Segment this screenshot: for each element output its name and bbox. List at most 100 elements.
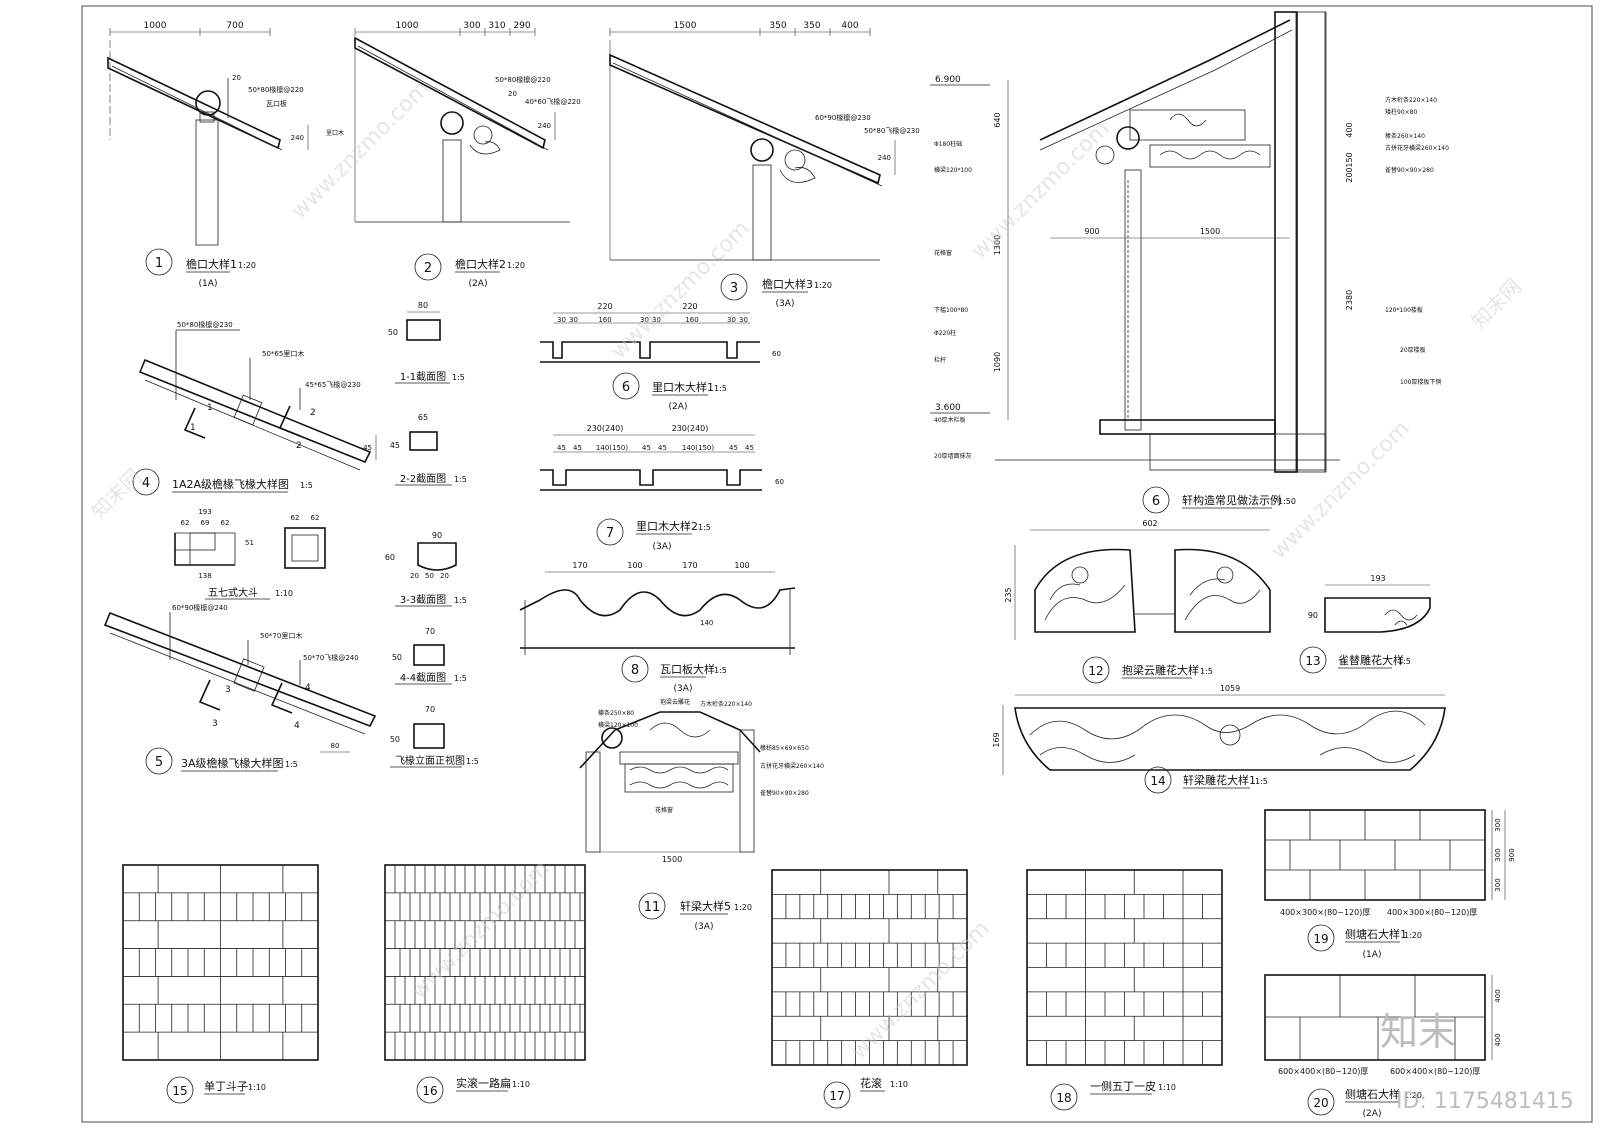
liko1-dim-0: 220: [597, 302, 612, 311]
sec2-w: 65: [418, 413, 428, 422]
liko1-dim-5: 30: [640, 316, 649, 324]
liko2-dim-2: 45: [557, 444, 566, 452]
stone-detail-19: 300 300 300 900 400×300×(80~120)厚 400×30…: [1264, 809, 1516, 960]
eave1-scale: 1:20: [238, 261, 256, 270]
dougong-dim-7: 62: [311, 514, 320, 522]
xs-dim-3: 1090: [993, 352, 1002, 372]
liko1-title: 里口木大样1: [652, 380, 714, 394]
liko1-sub: (2A): [669, 402, 688, 412]
sec1-scale: 1:5: [452, 373, 465, 382]
liko2-dim-6: 45: [658, 444, 667, 452]
brick-pattern-15: 15 单丁斗子 1:10: [122, 864, 319, 1104]
stone19-title: 侧塘石大样1: [1345, 927, 1407, 941]
rafter5-label-2: 50*70飞椽@240: [303, 653, 359, 662]
sec3-h: 60: [385, 553, 395, 562]
rafter5-label-0: 60*90椽檩@240: [172, 603, 228, 612]
svg-text:240: 240: [538, 122, 551, 130]
svg-text:1: 1: [190, 423, 196, 433]
sec4-scale: 1:5: [454, 674, 467, 683]
carving14-title: 轩梁雕花大样1: [1183, 773, 1256, 787]
sec2-h: 45: [390, 441, 400, 450]
brick17-no: 17: [829, 1089, 844, 1103]
dougong-dim-0: 193: [198, 508, 211, 516]
stone19-no: 19: [1313, 932, 1328, 946]
svg-text:20: 20: [410, 572, 419, 580]
dougong-dim-6: 62: [291, 514, 300, 522]
sec4-title: 4-4截面图: [400, 671, 446, 684]
xs-label-13: 20厚墙面抹灰: [934, 452, 972, 460]
liko1-dim-6: 30: [652, 316, 661, 324]
carving-detail-13: 193 90 13 雀替雕花大样 1:5: [1299, 574, 1431, 674]
sec3-scale: 1:5: [454, 596, 467, 605]
liko2-dim-9: 45: [745, 444, 754, 452]
sec2-scale: 1:5: [454, 475, 467, 484]
liko1-no: 6: [622, 380, 630, 395]
carving13-scale: 1:5: [1398, 657, 1411, 666]
xs-label-7: 100厚楼板下侧: [1400, 378, 1441, 386]
carving13-w: 193: [1370, 574, 1385, 583]
dougong-dim-2: 69: [201, 519, 210, 527]
wakou-dim-3: 100: [734, 561, 749, 570]
svg-text:4: 4: [305, 683, 311, 693]
rafter4-title: 1A2A级檐椽飞椽大样图: [172, 477, 289, 491]
dougong-dim-5: 51: [245, 539, 254, 547]
carving13-h: 90: [1308, 611, 1318, 620]
xs-label-9: 下槛100*80: [934, 306, 968, 314]
carving12-w: 602: [1142, 519, 1157, 528]
xs-label-8: 花格窗: [934, 249, 952, 257]
eave3-label-1: 50*80飞椽@230: [864, 126, 920, 135]
section-2-2: 65 45 2-2截面图 1:5: [390, 413, 467, 486]
eave1-label-0: 20: [232, 74, 241, 82]
stone20-title: 侧塘石大样: [1345, 1087, 1400, 1101]
xs-dim-8: 200: [1345, 167, 1354, 182]
sec1-w: 80: [418, 301, 428, 310]
rafter5-no: 5: [155, 755, 163, 770]
carving14-h: 169: [992, 732, 1001, 747]
xs-level-0: 6.900: [935, 75, 961, 85]
stone19-scale: 1:20: [1404, 931, 1422, 940]
wakou-dim-0: 170: [572, 561, 587, 570]
liko1-scale: 1:5: [714, 384, 727, 393]
eave1-label-2: 瓦口板: [266, 99, 287, 108]
carving12-scale: 1:5: [1200, 667, 1213, 676]
brick-pattern-16: 16 实滚一路扁 1:10: [384, 864, 586, 1104]
eave2-no: 2: [424, 261, 432, 276]
liko-detail-1: 220 220 30 30 160 30 30 160 30 30 60 6 里…: [540, 302, 781, 412]
svg-text:3: 3: [212, 719, 218, 729]
watermark-id: ID: 1175481415: [1396, 1089, 1574, 1114]
xs-dim-2: 1300: [993, 235, 1002, 255]
sec4-h: 50: [392, 653, 402, 662]
xuangou-no: 6: [1152, 494, 1160, 509]
xs-dim-7: 150: [1345, 152, 1354, 167]
stone20-label-0: 600×400×(80~120)厚: [1278, 1067, 1368, 1076]
liko2-sub: (3A): [653, 542, 672, 552]
brick17-title: 花滚: [860, 1076, 882, 1090]
xuangou-title: 轩构造常见做法示例: [1182, 493, 1281, 507]
eave2-scale: 1:20: [507, 261, 525, 270]
eave3-dim-1: 350: [769, 21, 786, 31]
carving14-no: 14: [1150, 774, 1165, 788]
carving13-title: 雀替雕花大样: [1338, 653, 1404, 667]
eave2-dim-2: 310: [488, 21, 505, 31]
svg-text:3: 3: [225, 685, 231, 695]
elev-title: 飞椽立面正视图: [395, 754, 465, 767]
dougong-scale: 1:10: [275, 589, 293, 598]
eave2-title: 檐口大样2: [455, 257, 506, 271]
xs-label-3: 古拼花牙横梁260×140: [1385, 144, 1449, 152]
sec3-title: 3-3截面图: [400, 593, 446, 606]
brick-pattern-18: 18 一侧五丁一皮 1:10: [1026, 869, 1223, 1111]
liko1-dim-9: 30: [739, 316, 748, 324]
sec4-w: 70: [425, 627, 435, 636]
xs-level-1: 3.600: [935, 403, 961, 413]
liko1-dim-3: 30: [569, 316, 578, 324]
xs-label-11: 栏杆: [934, 356, 946, 364]
carving12-no: 12: [1088, 664, 1103, 678]
xl-label-2: 横梁120×100: [598, 721, 638, 729]
rafter5-scale: 1:5: [285, 760, 298, 769]
liko1-dim-4: 160: [598, 316, 611, 324]
stone20-no: 20: [1313, 1096, 1328, 1110]
wakou-dim-1: 100: [627, 561, 642, 570]
xs-label-12: 40厚木栏板: [934, 416, 966, 424]
